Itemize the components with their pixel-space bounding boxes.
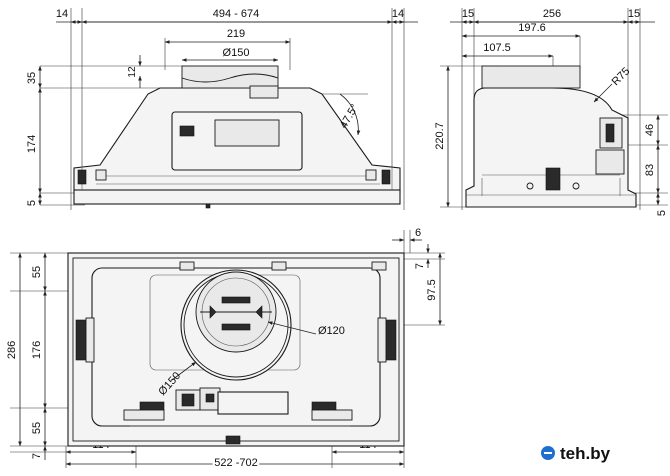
side-dim-depth-partial: 197.6 xyxy=(518,22,546,34)
bottom-dim-right-margin: 6 xyxy=(415,227,421,239)
bottom-dim-depth-total: 286 xyxy=(6,341,18,359)
front-dim-base-height: 5 xyxy=(26,200,38,206)
bottom-dim-edge: 7 xyxy=(414,263,426,269)
front-dim-outlet-diameter: Ø150 xyxy=(223,47,250,59)
front-dim-side-left: 14 xyxy=(56,8,68,20)
front-dim-width-range: 494 - 674 xyxy=(213,8,259,20)
watermark-logo: teh.by xyxy=(540,440,664,466)
front-dim-outlet-width: 219 xyxy=(227,28,245,40)
side-dim-center-offset: 107.5 xyxy=(483,42,511,54)
bottom-view: 286 55 176 55 7 6 7 97.5 114 114 522 -70… xyxy=(6,227,445,471)
side-dim-left-offset: 15 xyxy=(462,8,474,20)
bottom-dim-mid-depth: 176 xyxy=(31,341,43,359)
front-dim-top-height: 35 xyxy=(26,72,38,84)
side-dim-right-offset: 15 xyxy=(628,8,640,20)
bottom-dim-width-range: 522 -702 xyxy=(214,457,257,469)
side-dim-depth: 256 xyxy=(543,8,561,20)
side-dim-height-83: 83 xyxy=(644,164,656,176)
logo-text: teh.by xyxy=(560,444,611,463)
bottom-dim-bottom-margin: 55 xyxy=(31,422,43,434)
front-dim-body-height: 174 xyxy=(26,135,38,153)
front-dim-collar-height: 12 xyxy=(127,66,138,78)
bottom-dim-bottom-edge: 7 xyxy=(31,453,43,459)
side-dim-total-height: 220.7 xyxy=(434,122,446,150)
bottom-dim-top-margin: 55 xyxy=(31,266,43,278)
side-dim-height-46: 46 xyxy=(644,124,656,136)
side-view: 15 256 15 197.6 107.5 220.7 46 83 5 R75 xyxy=(434,8,668,216)
bottom-dim-center-offset: 97.5 xyxy=(426,279,438,300)
side-dim-radius: R75 xyxy=(610,65,633,88)
bottom-dim-motor-diameter: Ø120 xyxy=(318,325,345,337)
front-dim-side-right: 14 xyxy=(392,8,404,20)
front-view: 14 494 - 674 14 219 Ø150 12 35 174 5 xyxy=(26,8,418,210)
side-dim-base-height: 5 xyxy=(656,210,668,216)
front-dim-angle: 47.5° xyxy=(338,102,361,130)
